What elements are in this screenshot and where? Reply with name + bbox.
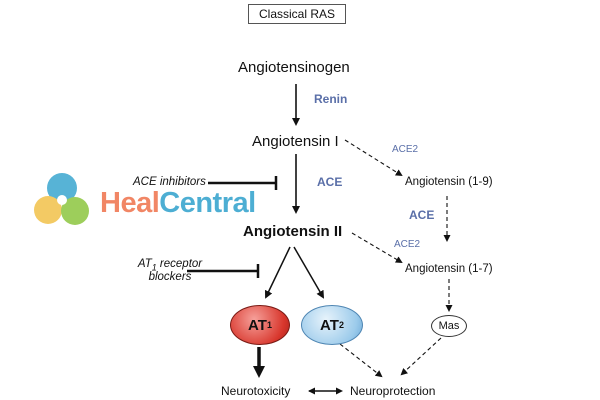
watermark-logo-text: HealCentral (100, 187, 256, 220)
node-angiotensinogen: Angiotensinogen (238, 59, 350, 76)
enzyme-renin: Renin (314, 92, 348, 106)
label-at1-prefix: AT (137, 258, 152, 270)
label-receptor: receptor (156, 258, 203, 270)
node-angiotensin-1-9: Angiotensin (1-9) (405, 176, 493, 188)
enzyme-ace2-top: ACE2 (392, 144, 419, 155)
arrow-ang2-to-ang17 (351, 232, 403, 264)
enzyme-ace-main: ACE (317, 175, 343, 189)
node-angiotensin-1: Angiotensin I (252, 133, 339, 150)
enzyme-ace-side: ACE (409, 208, 435, 222)
at2-sub: 2 (338, 320, 344, 330)
node-mas-receptor: Mas (431, 315, 467, 337)
node-neurotoxicity: Neurotoxicity (221, 384, 291, 398)
at2-label: AT (320, 316, 339, 334)
at1-sub: 1 (266, 320, 272, 330)
diagram-title: Classical RAS (248, 4, 346, 24)
at1-label: AT (248, 316, 267, 334)
label-at1-sub: 1 (151, 262, 157, 273)
label-at1-receptor-blockers: AT1 receptor blockers (130, 258, 210, 284)
arrow-mas-to-neuroprotection (400, 337, 442, 376)
label-ace-inhibitors: ACE inhibitors (133, 176, 206, 188)
label-blockers: blockers (148, 271, 192, 284)
node-angiotensin-1-7: Angiotensin (1-7) (405, 263, 493, 275)
node-neuroprotection: Neuroprotection (350, 384, 436, 398)
watermark-heal: Heal (100, 187, 160, 219)
watermark-central: Central (159, 187, 256, 219)
logo-icon (34, 173, 89, 225)
arrow-at2-to-neuroprotection (339, 343, 383, 378)
arrow-ang2-to-at2 (293, 246, 325, 299)
node-angiotensin-2: Angiotensin II (243, 223, 343, 240)
enzyme-ace2-bottom: ACE2 (394, 239, 421, 250)
arrow-ang2-to-at1 (264, 246, 291, 299)
